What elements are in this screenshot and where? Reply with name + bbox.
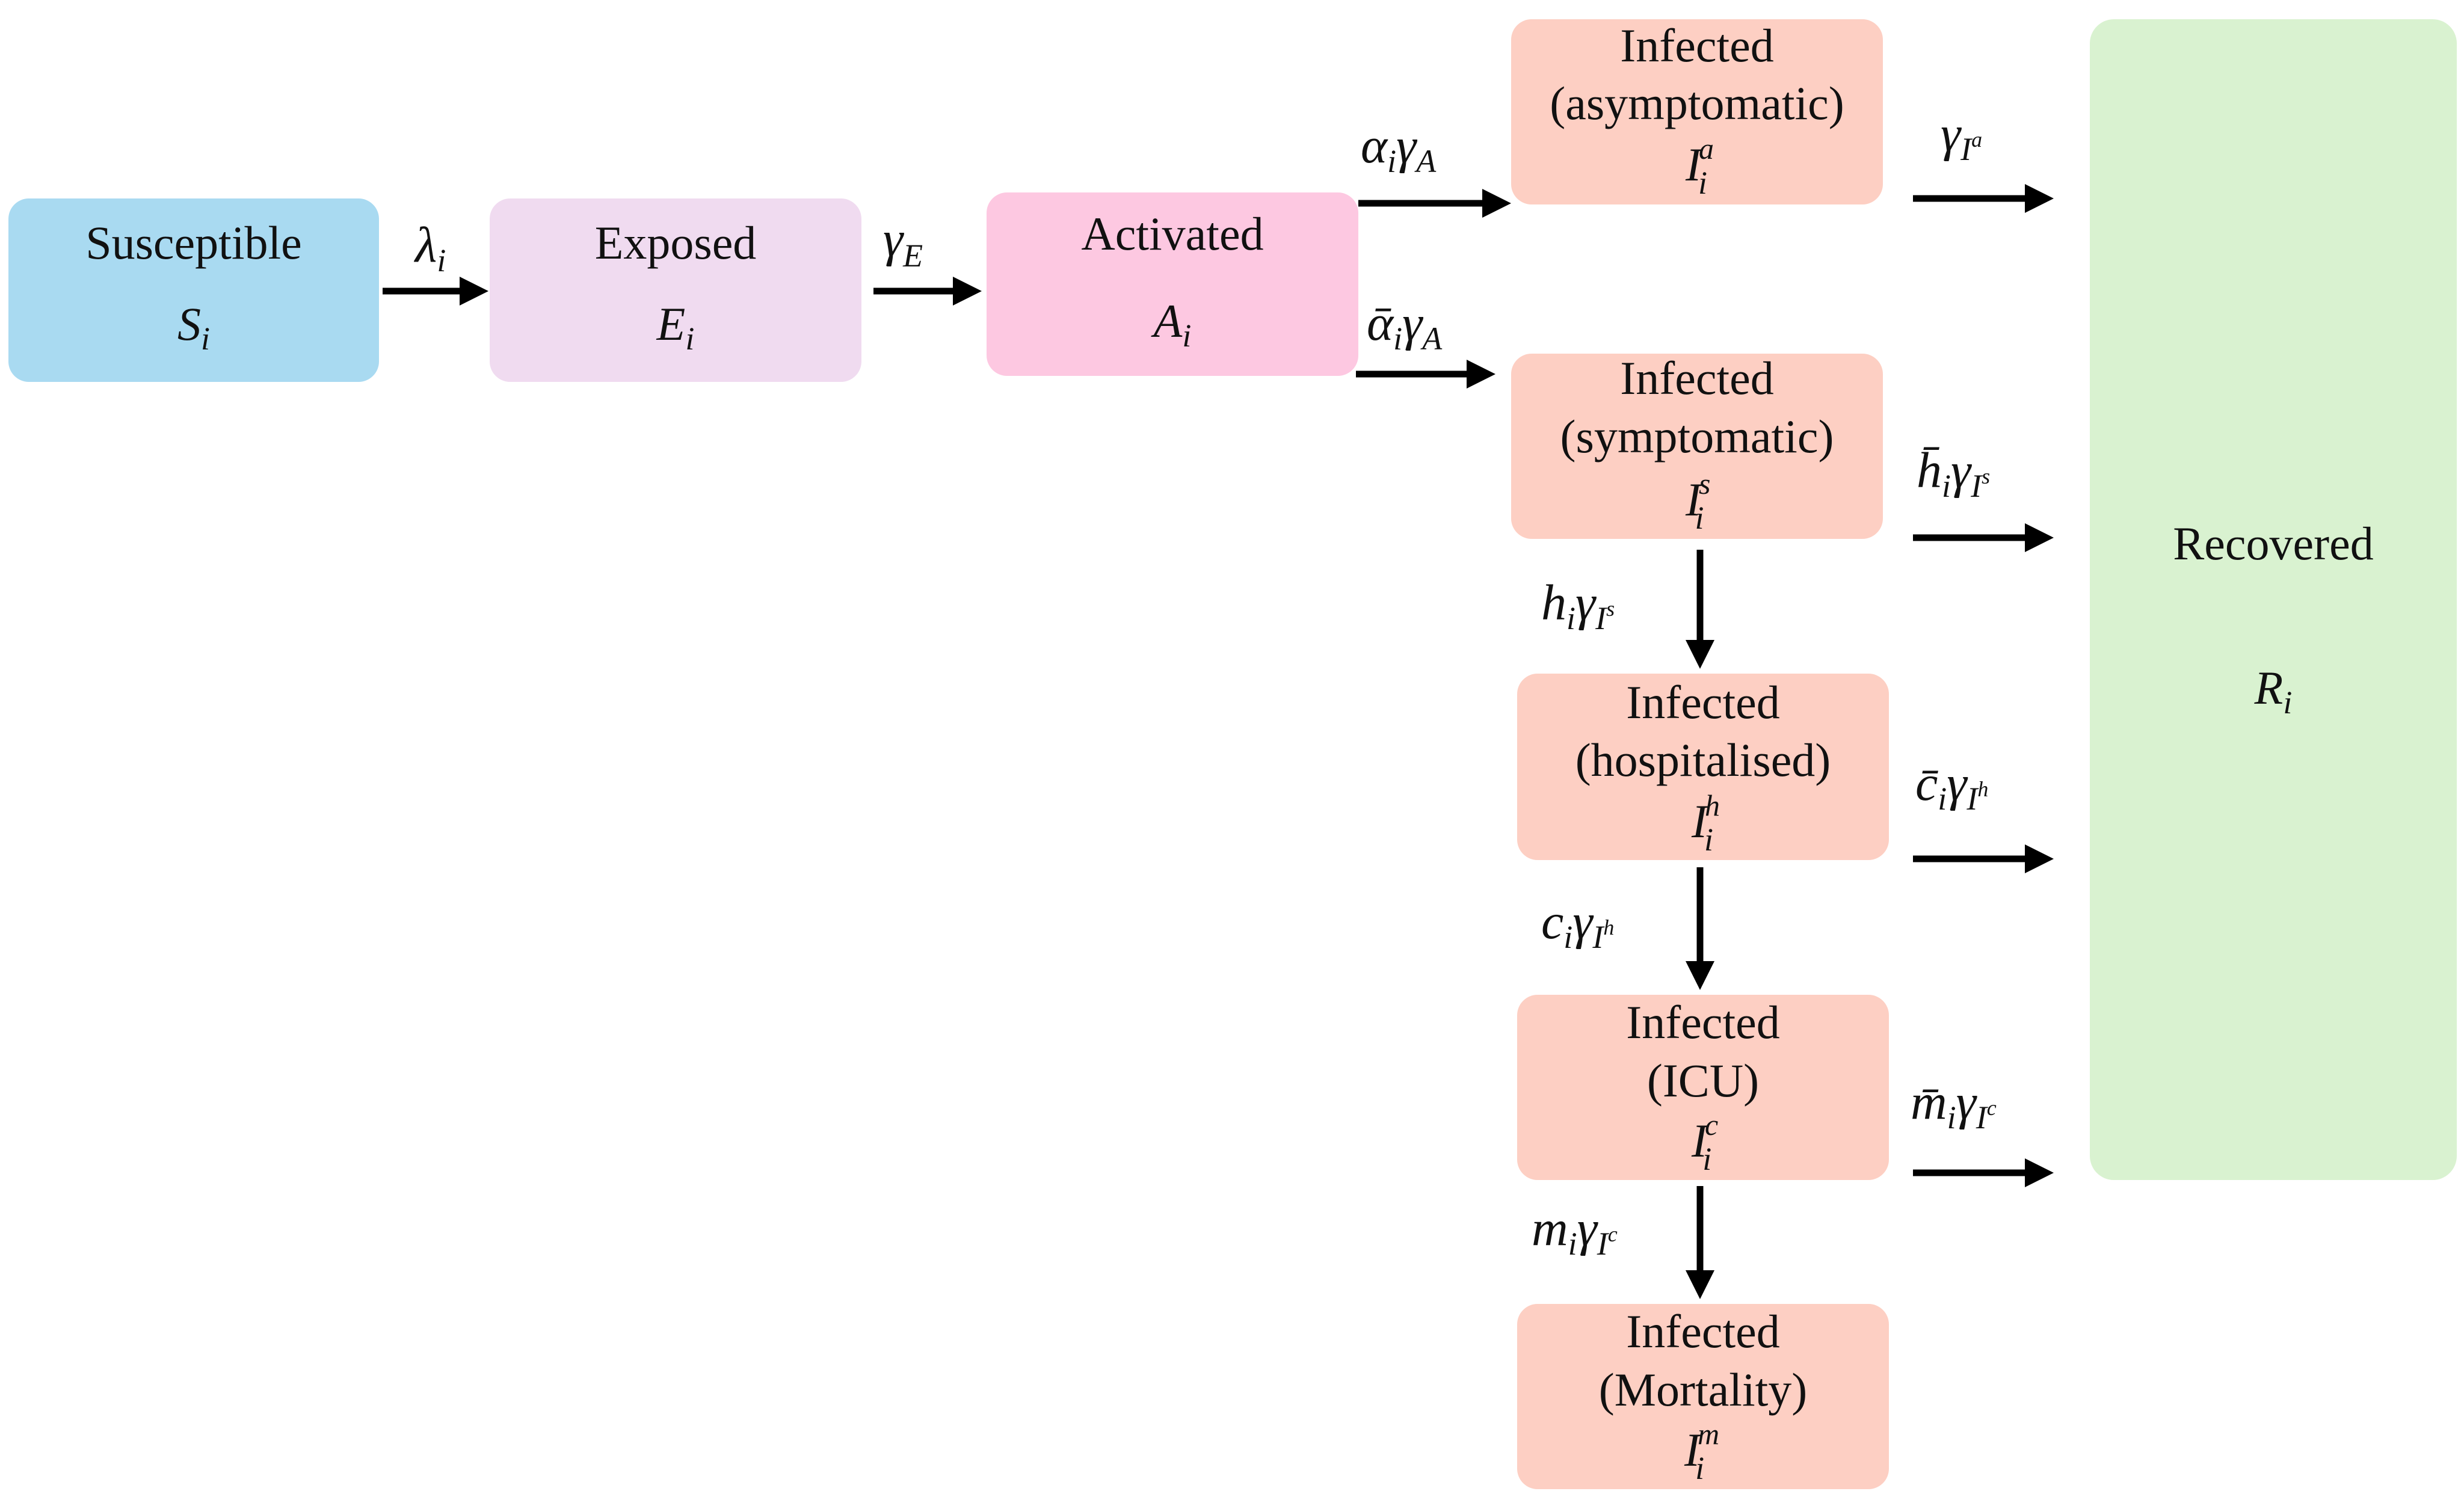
mortality-box (1517, 1304, 1889, 1489)
hospitalised-box (1517, 674, 1889, 860)
rate-m-gamma-ic: miγIc (1532, 1200, 1618, 1262)
exposed-symbol: Ei (656, 298, 695, 357)
asymptomatic-box (1511, 19, 1883, 204)
recovered-title: Recovered (2173, 517, 2373, 570)
hospitalised-subtitle: (hospitalised) (1575, 734, 1831, 786)
activated-title: Activated (1081, 207, 1263, 260)
compartment-susceptible: Susceptible Si (8, 198, 379, 382)
susceptible-title: Susceptible (85, 217, 302, 269)
rate-mbar-gamma-ic: m̄iγIc (1911, 1074, 1997, 1136)
exposed-box (490, 198, 861, 382)
arrow-a-to-asymptomatic (1358, 189, 1511, 218)
compartment-exposed: Exposed Ei (490, 198, 861, 382)
compartment-activated: Activated Ai (987, 192, 1358, 376)
symptomatic-subtitle: (symptomatic) (1560, 410, 1834, 463)
susceptible-symbol: Si (177, 298, 210, 357)
arrow-symptomatic-to-hospitalised (1686, 550, 1714, 669)
asymptomatic-title: Infected (1620, 19, 1773, 72)
exposed-title: Exposed (595, 217, 757, 269)
arrow-asymptomatic-to-recovered (1913, 184, 2054, 213)
mortality-title: Infected (1626, 1305, 1779, 1357)
arrow-icu-to-recovered (1913, 1158, 2054, 1187)
rate-alphabar-gamma-a: ᾱiγA (1367, 295, 1443, 357)
icu-box (1517, 995, 1889, 1180)
arrow-a-to-symptomatic (1356, 360, 1495, 389)
hospitalised-title: Infected (1626, 676, 1779, 728)
icu-subtitle: (ICU) (1647, 1054, 1759, 1107)
susceptible-box (8, 198, 379, 382)
rate-lambda: λi (413, 217, 446, 278)
arrow-symptomatic-to-recovered (1913, 523, 2054, 552)
recovered-symbol: Ri (2254, 662, 2293, 721)
activated-symbol: Ai (1151, 295, 1192, 354)
arrow-icu-to-mortality (1686, 1186, 1714, 1299)
asymptomatic-subtitle: (asymptomatic) (1550, 77, 1844, 129)
rate-c-gamma-ih: ciγIh (1541, 894, 1614, 955)
rate-gamma-e: γE (883, 211, 923, 274)
rate-gamma-ia: γIa (1941, 106, 1982, 167)
symptomatic-title: Infected (1620, 352, 1773, 404)
rate-hbar-gamma-is: h̄iγIs (1917, 443, 1990, 504)
arrow-s-to-e (383, 277, 488, 306)
compartment-recovered: Recovered Ri (2090, 19, 2457, 1180)
rate-cbar-gamma-ih: c̄iγIh (1915, 755, 1988, 817)
icu-title: Infected (1626, 996, 1779, 1048)
activated-box (987, 192, 1358, 376)
mortality-subtitle: (Mortality) (1599, 1363, 1808, 1416)
rate-alpha-gamma-a: αiγA (1361, 118, 1437, 179)
arrow-e-to-a (873, 277, 982, 306)
rate-h-gamma-is: hiγIs (1541, 575, 1615, 636)
recovered-box (2090, 19, 2457, 1180)
arrow-hospitalised-to-recovered (1913, 844, 2054, 873)
symptomatic-box (1511, 354, 1883, 539)
arrow-hospitalised-to-icu (1686, 867, 1714, 990)
